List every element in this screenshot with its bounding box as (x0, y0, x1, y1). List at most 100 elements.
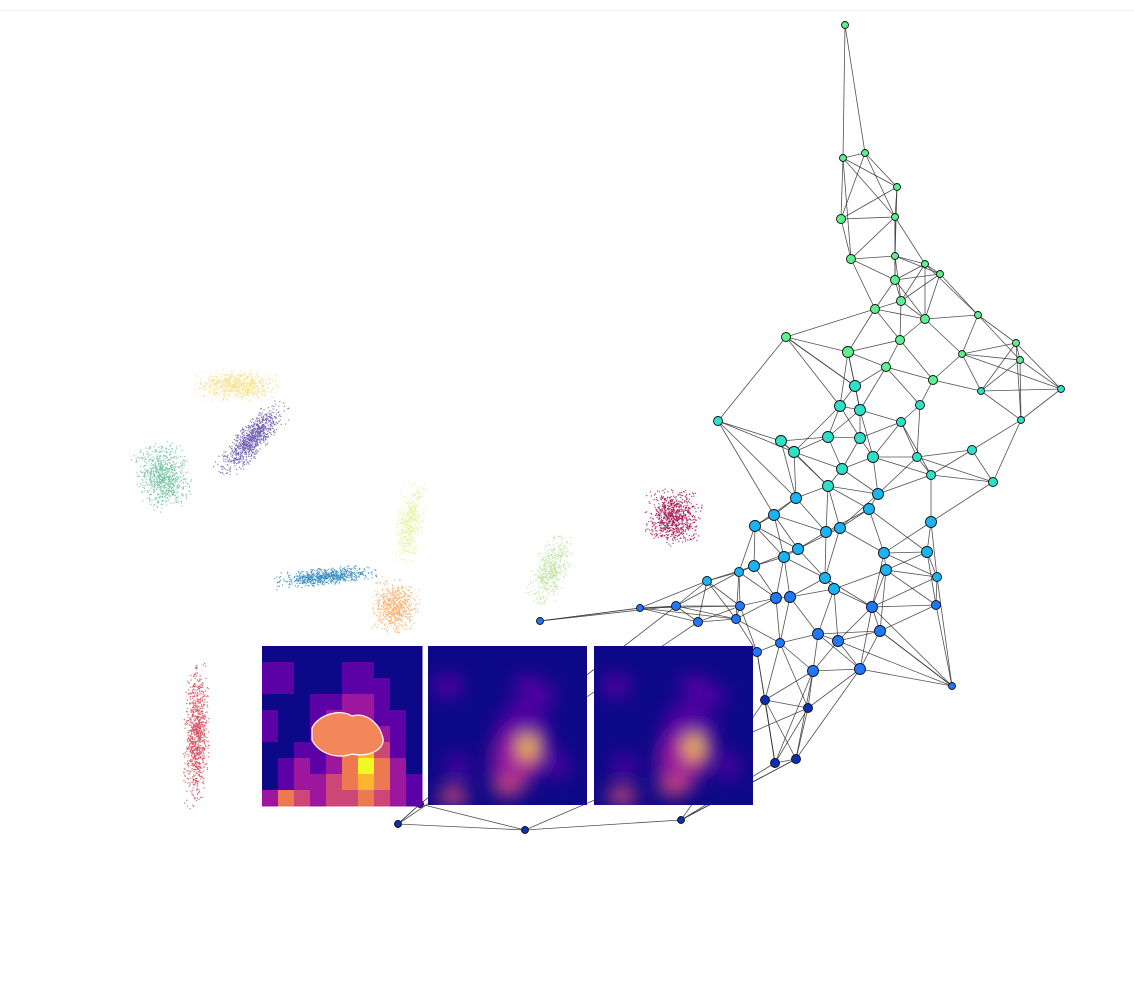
heatmap-cell (294, 694, 311, 711)
graph-edge (916, 449, 973, 458)
graph-edge (992, 419, 1022, 483)
graph-node (748, 560, 760, 572)
heatmap-cell (310, 646, 327, 663)
graph-edge (980, 359, 1021, 392)
graph-edge (847, 308, 876, 353)
graph-node (849, 380, 861, 392)
graph-edge (900, 421, 932, 476)
heatmap-cell (326, 678, 343, 695)
graph-edge (977, 314, 1021, 361)
graph-edge (797, 548, 826, 579)
heatmap-cell (310, 694, 327, 711)
heatmap-cell (406, 726, 423, 743)
graph-edge (961, 314, 979, 355)
graph-edge (827, 485, 879, 495)
graph-node (891, 213, 899, 221)
graph-edge (738, 571, 741, 607)
graph-node (791, 754, 801, 764)
graph-edge (833, 569, 887, 590)
graph-node (854, 663, 866, 675)
graph-edge (753, 525, 756, 567)
heatmap-cell (406, 758, 423, 775)
heatmap-cell (358, 774, 375, 791)
graph-node (792, 543, 804, 555)
graph-edge (795, 497, 827, 533)
graph-edge (775, 556, 785, 599)
graph-edge (980, 390, 1022, 421)
graph-node (775, 435, 787, 447)
graph-node (1016, 356, 1024, 364)
heatmap-cell (278, 710, 295, 727)
graph-edge (840, 186, 898, 220)
heatmap-cell (358, 790, 375, 807)
graph-edge (859, 668, 953, 687)
graph-edge (894, 263, 926, 281)
heatmap-cell (390, 710, 407, 727)
graph-edge (793, 451, 829, 487)
heatmap-overlay-cluster (311, 712, 384, 757)
graph-node (781, 332, 791, 342)
graph-edge (850, 216, 896, 260)
graph-node (931, 600, 941, 610)
graph-edge (833, 588, 839, 642)
graph-edge (885, 551, 928, 571)
heatmap-cell (342, 790, 359, 807)
graph-edge (739, 597, 777, 607)
graph-node (878, 547, 890, 559)
heatmap-cell (406, 646, 423, 663)
graph-edge (885, 366, 921, 406)
heatmap-smoothed-a (428, 646, 587, 805)
graph-edge (926, 551, 937, 606)
graph-node (891, 252, 899, 260)
heatmap-cell (294, 758, 311, 775)
graph-edge (935, 604, 953, 687)
graph-edge (859, 630, 881, 670)
heatmap-cell (406, 662, 423, 679)
graph-edge (795, 668, 861, 760)
graph-edge (783, 556, 791, 598)
heatmap-cell (406, 790, 423, 807)
heatmap-cell (342, 646, 359, 663)
graph-node (536, 617, 544, 625)
heatmap-cell (262, 742, 279, 759)
graph-node (1017, 416, 1025, 424)
graph-edge (1020, 388, 1062, 421)
graph-node (915, 400, 925, 410)
graph-node (921, 260, 929, 268)
graph-node (819, 572, 831, 584)
graph-edge (872, 456, 879, 495)
graph-node (1012, 339, 1020, 347)
heatmap-cell (342, 774, 359, 791)
graph-edge (824, 527, 841, 579)
cluster-crimson (644, 488, 703, 547)
heatmap-cell (262, 710, 279, 727)
graph-edge (754, 525, 785, 558)
graph-edge (872, 456, 932, 476)
graph-edge (842, 157, 896, 218)
graph-node (752, 647, 762, 657)
graph-node (896, 417, 906, 427)
graph-edge (789, 577, 826, 598)
heatmap-cell (278, 662, 295, 679)
graph-node (778, 551, 790, 563)
graph-edge (735, 618, 758, 653)
graph-node (912, 452, 922, 462)
graph-edge (980, 388, 1062, 392)
graph-edge (785, 336, 849, 353)
graph-nodes (394, 21, 1065, 834)
heatmap-cell (342, 678, 359, 695)
heatmap-cell (310, 758, 327, 775)
graph-edge (774, 670, 814, 764)
graph-node (863, 503, 875, 515)
graph-edge (697, 605, 741, 623)
heatmap-cell (294, 678, 311, 695)
graph-edge (839, 527, 885, 554)
graph-node (760, 695, 770, 705)
heatmap-cell (390, 726, 407, 743)
graph-node (1057, 385, 1065, 393)
graph-edge (894, 255, 941, 275)
graph-node (749, 520, 761, 532)
graph-node (948, 682, 956, 690)
graph-edge (871, 569, 887, 608)
graph-edge (837, 630, 881, 642)
